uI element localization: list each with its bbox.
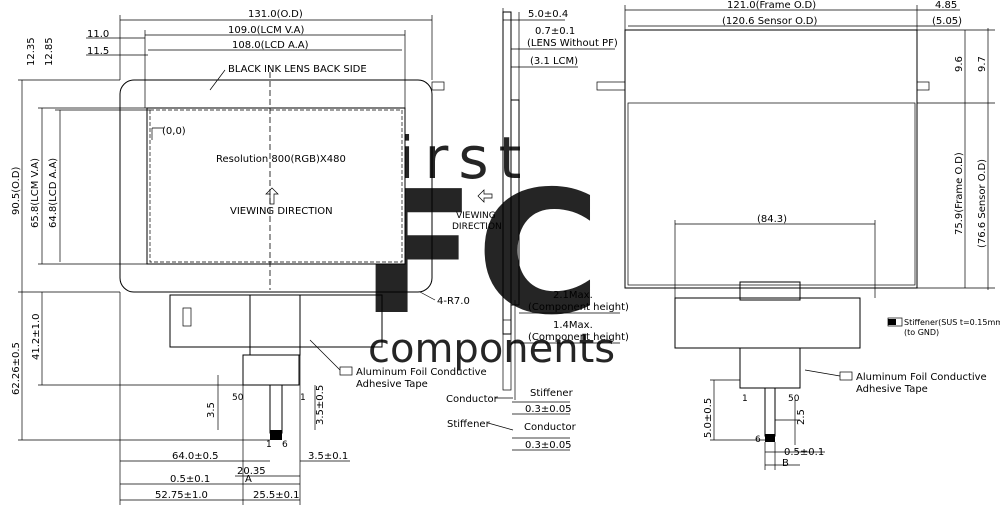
- pin-6-front: 6: [282, 440, 288, 450]
- lens-without-pf: (LENS Without PF): [527, 38, 618, 49]
- resolution-label: Resolution 800(RGB)X480: [216, 154, 346, 165]
- pin-50-front: 50: [232, 393, 244, 403]
- component-height-1: (Component height): [528, 302, 629, 313]
- dim-0-5-back: 0.5±0.1: [784, 447, 824, 458]
- back-view: 121.0(Frame O.D) (120.6 Sensor O.D) 4.85…: [596, 0, 1000, 470]
- dim-3-1-lcm: (3.1 LCM): [530, 56, 578, 67]
- pin-1b-front: 1: [266, 440, 272, 450]
- front-legend-line1: Aluminum Foil Conductive: [356, 367, 487, 378]
- viewing-arrow-side-icon: [477, 189, 493, 203]
- front-view: 131.0(O.D) 109.0(LCM V.A) 108.0(LCD A.A)…: [11, 9, 487, 505]
- dim-62-26: 62.26±0.5: [11, 342, 22, 395]
- dim-52-75: 52.75±1.0: [155, 490, 208, 501]
- pin-1-back: 1: [742, 394, 748, 404]
- watermark-word-bottom: components: [368, 326, 615, 372]
- side-view: 5.0±0.4 0.7±0.1 (LENS Without PF) (3.1 L…: [446, 8, 629, 451]
- dim-65-8: 65.8(LCM V.A): [30, 158, 41, 228]
- ink-label: BLACK INK LENS BACK SIDE: [228, 64, 367, 75]
- dim-121-0: 121.0(Frame O.D): [727, 0, 816, 11]
- dim-3-5-c: 3.5±0.1: [308, 451, 348, 462]
- dim-3-5-left: 3.5: [206, 402, 217, 418]
- dim-4-85: 4.85: [935, 0, 957, 11]
- back-legend-line2: Adhesive Tape: [856, 384, 928, 395]
- dim-20-35: 20.35: [237, 466, 266, 477]
- max-2-1: 2.1Max.: [553, 290, 593, 301]
- origin-label: (0,0): [162, 126, 186, 137]
- dim-84-3: (84.3): [757, 214, 787, 225]
- conductor-2: Conductor: [524, 422, 577, 433]
- dim-90-5: 90.5(O.D): [11, 166, 22, 215]
- dim-3-5-right: 3.5±0.5: [315, 385, 326, 425]
- stiffener-note-2: (to GND): [904, 328, 939, 337]
- label-a: A: [245, 474, 252, 485]
- viewing-side-2: DIRECTION: [452, 222, 502, 232]
- viewing-arrow-icon: [265, 187, 279, 205]
- dim-76-6: (76.6 Sensor O.D): [977, 159, 988, 248]
- max-1-4: 1.4Max.: [553, 320, 593, 331]
- dim-120-6: (120.6 Sensor O.D): [722, 16, 818, 27]
- conductor-1: Conductor: [446, 394, 499, 405]
- dim-2-5: 2.5: [796, 409, 807, 425]
- dim-9-7: 9.7: [977, 56, 988, 72]
- dim-12-35: 12.35: [26, 37, 37, 66]
- stiffener-1: Stiffener: [530, 388, 574, 399]
- pin-1-front: 1: [300, 393, 306, 403]
- dim-5-0-back: 5.0±0.5: [703, 398, 714, 438]
- dim-lcd-aa-width: 108.0(LCD A.A): [232, 40, 309, 51]
- dim-0-3-b: 0.3±0.05: [525, 440, 572, 451]
- viewing-direction-front: VIEWING DIRECTION: [230, 206, 333, 217]
- pin-50-back: 50: [788, 394, 800, 404]
- viewing-side-1: VIEWING: [456, 211, 496, 221]
- dim-11-0: 11.0: [87, 29, 109, 40]
- dim-0-7-side: 0.7±0.1: [535, 26, 575, 37]
- stiffener-2: Stiffener: [447, 419, 491, 430]
- radius-label: 4-R7.0: [437, 296, 470, 307]
- dim-25-5: 25.5±0.1: [253, 490, 300, 501]
- dim-64-8: 64.8(LCD A.A): [48, 158, 59, 228]
- dim-5-05: (5.05): [932, 16, 962, 27]
- front-legend-line2: Adhesive Tape: [356, 379, 428, 390]
- dim-9-6: 9.6: [954, 56, 965, 72]
- dim-64-0: 64.0±0.5: [172, 451, 219, 462]
- dim-0-3-a: 0.3±0.05: [525, 404, 572, 415]
- dim-0-5-front: 0.5±0.1: [170, 474, 210, 485]
- dim-5-0-side: 5.0±0.4: [528, 9, 568, 20]
- back-legend-line1: Aluminum Foil Conductive: [856, 372, 987, 383]
- dim-41-2: 41.2±1.0: [31, 313, 42, 360]
- component-height-2: (Component height): [528, 332, 629, 343]
- dim-11-5: 11.5: [87, 46, 109, 57]
- dim-outer-width: 131.0(O.D): [248, 9, 303, 20]
- label-b: B: [782, 458, 789, 469]
- dim-12-85: 12.85: [44, 37, 55, 66]
- dim-75-9: 75.9(Frame O.D): [954, 152, 965, 235]
- pin-6-back: 6: [755, 435, 761, 445]
- stiffener-note-1: Stiffener(SUS t=0.15mm): [904, 318, 1000, 327]
- dim-lcm-va-width: 109.0(LCM V.A): [228, 25, 304, 36]
